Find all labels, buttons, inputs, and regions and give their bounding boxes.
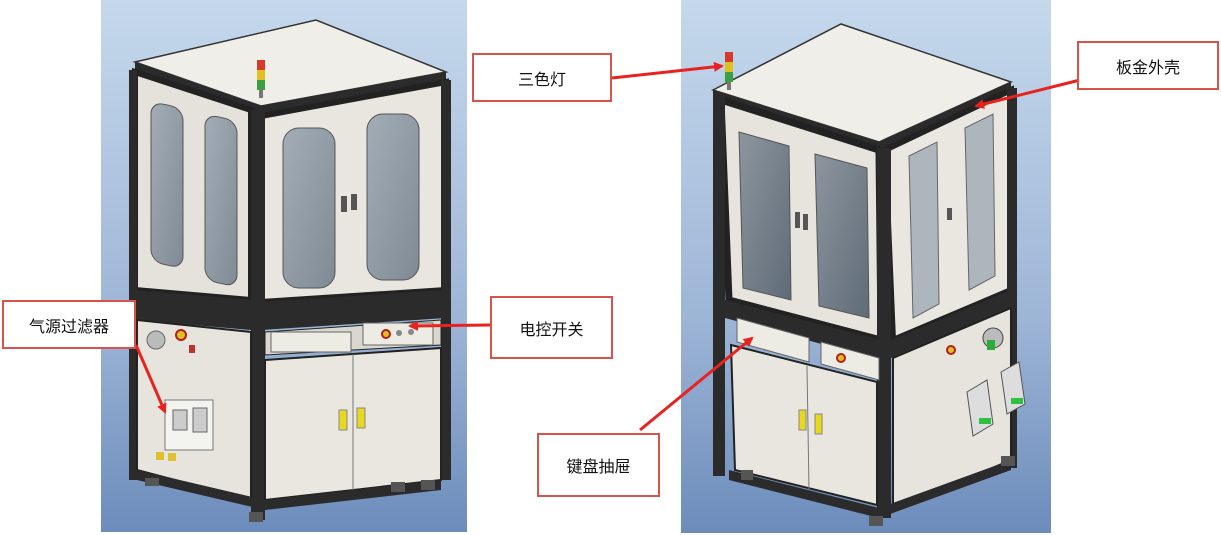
callout-keyboard-drawer: 键盘抽屉 (537, 433, 660, 497)
machine-front-illustration (101, 0, 467, 532)
callout-electric-switch: 电控开关 (490, 296, 613, 359)
callout-air-filter: 气源过滤器 (2, 300, 136, 349)
machine-render-front (101, 0, 467, 532)
machine-rear-illustration (681, 0, 1051, 533)
callout-sheet-metal-shell: 板金外壳 (1077, 41, 1219, 90)
callout-three-color-light: 三色灯 (472, 53, 612, 102)
machine-render-rear (681, 0, 1051, 533)
